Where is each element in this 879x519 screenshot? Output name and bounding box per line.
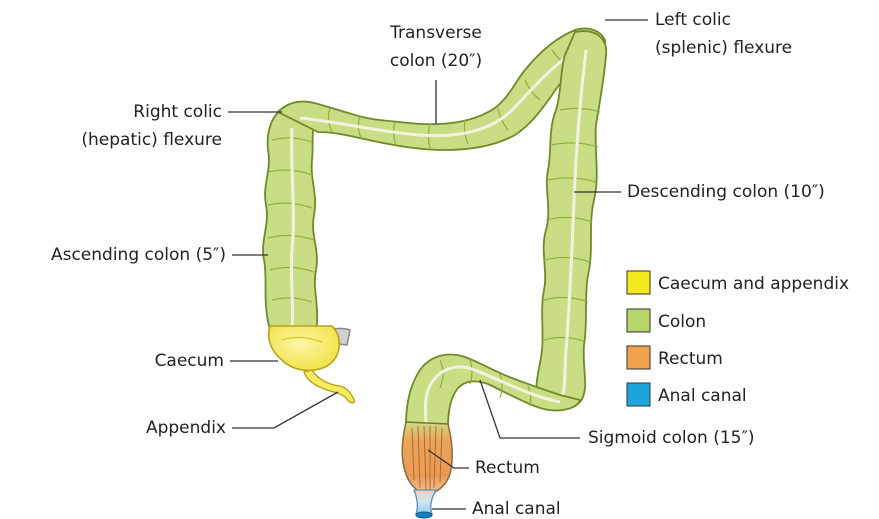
label-ascending: Ascending colon (5″) <box>51 245 226 265</box>
label-right-flexure-line2: (hepatic) flexure <box>81 130 222 150</box>
legend-item-anal-canal: Anal canal <box>627 383 747 406</box>
label-caecum: Caecum <box>155 351 224 371</box>
legend-item-caecum-appendix: Caecum and appendix <box>627 271 849 294</box>
legend-label-colon: Colon <box>658 312 706 332</box>
label-left-flexure-line2: (splenic) flexure <box>655 38 792 58</box>
caecum <box>269 326 340 370</box>
legend-swatch-colon <box>627 309 650 332</box>
label-left-flexure-line1: Left colic <box>655 10 731 30</box>
legend-swatch-anal-canal <box>627 383 650 406</box>
label-anal-canal: Anal canal <box>472 499 561 519</box>
label-transverse-line1: Transverse <box>389 23 482 43</box>
ascending-colon <box>263 110 318 332</box>
anal-canal <box>414 490 436 518</box>
legend: Caecum and appendix Colon Rectum Anal ca… <box>627 271 849 406</box>
legend-label-caecum-appendix: Caecum and appendix <box>658 274 849 294</box>
label-rectum: Rectum <box>475 458 540 478</box>
appendix <box>304 370 354 403</box>
legend-item-rectum: Rectum <box>627 346 723 369</box>
label-sigmoid: Sigmoid colon (15″) <box>588 428 754 448</box>
label-descending: Descending colon (10″) <box>627 182 825 202</box>
label-transverse-line2: colon (20″) <box>390 51 482 71</box>
legend-label-anal-canal: Anal canal <box>658 386 747 406</box>
colon-body <box>263 28 606 518</box>
legend-swatch-rectum <box>627 346 650 369</box>
rectum <box>402 422 452 494</box>
legend-swatch-caecum-appendix <box>627 271 650 294</box>
legend-item-colon: Colon <box>627 309 706 332</box>
legend-label-rectum: Rectum <box>658 349 723 369</box>
label-right-flexure-line1: Right colic <box>133 102 222 122</box>
leader-appendix <box>232 392 338 428</box>
label-appendix: Appendix <box>146 418 226 438</box>
